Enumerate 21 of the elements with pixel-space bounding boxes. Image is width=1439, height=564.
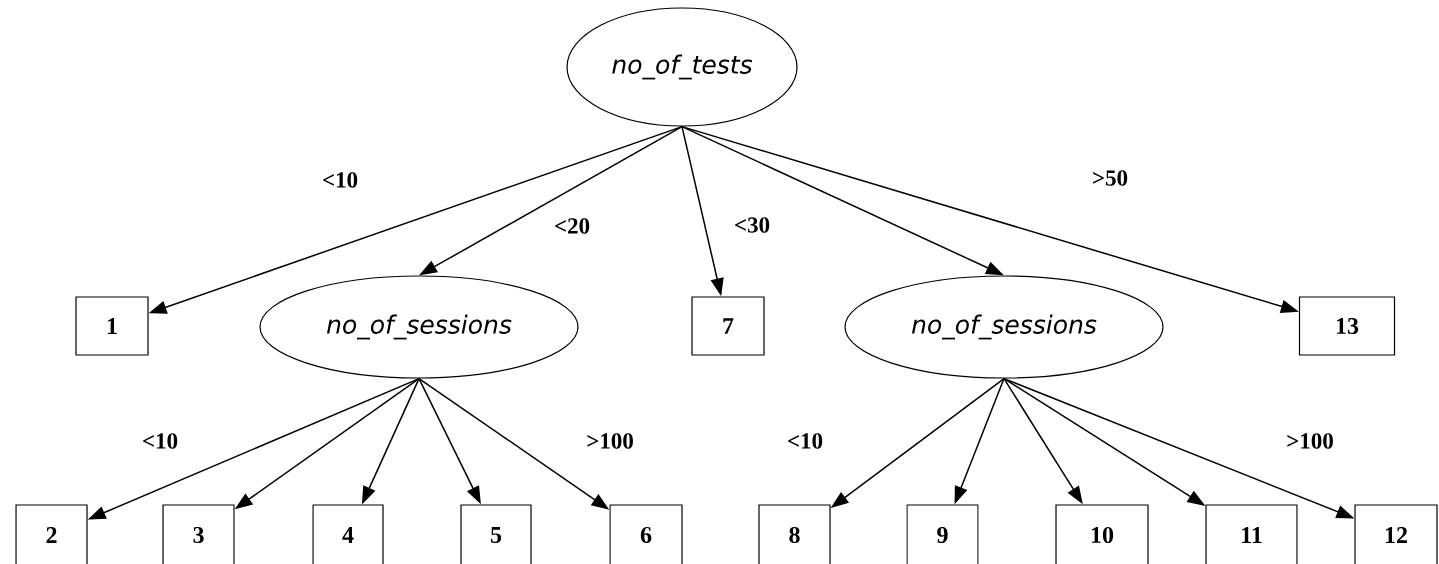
leaf-box: 12 xyxy=(1354,504,1438,564)
edge-label: <10 xyxy=(140,432,180,450)
leaf-box: 1 xyxy=(75,296,149,356)
leaf-box: 6 xyxy=(609,504,683,564)
leaf-box: 7 xyxy=(691,296,765,356)
edge-label: >100 xyxy=(585,432,635,450)
edge-label: <10 xyxy=(785,432,825,450)
leaf-box: 2 xyxy=(15,504,88,564)
edge-label: >100 xyxy=(1285,432,1335,450)
edge-label: <30 xyxy=(732,216,772,234)
leaf-box: 4 xyxy=(312,504,384,564)
leaf-box: 13 xyxy=(1298,296,1396,356)
edge-label: >50 xyxy=(1090,169,1130,187)
edge-label: <10 xyxy=(320,171,360,189)
leaf-box: 10 xyxy=(1055,504,1149,564)
leaf-box: 3 xyxy=(162,504,235,564)
leaf-box: 8 xyxy=(758,504,831,564)
leaf-box: 11 xyxy=(1205,504,1298,564)
leaf-box: 9 xyxy=(906,504,979,564)
leaf-box: 5 xyxy=(460,504,532,564)
edge-label: <20 xyxy=(552,217,592,235)
